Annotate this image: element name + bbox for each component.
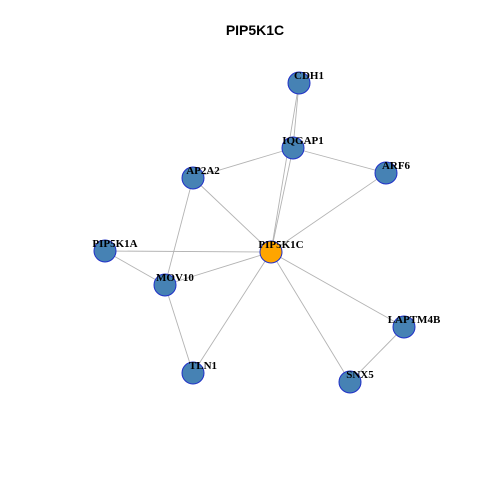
edge-pip5k1c-laptm4b	[270, 251, 405, 328]
edge-tln1-pip5k1c	[192, 251, 272, 374]
edge-iqgap1-arf6	[292, 147, 387, 174]
node-laptm4b	[392, 315, 416, 339]
node-label-tln1: TLN1	[189, 360, 217, 372]
node-cdh1	[287, 71, 311, 95]
edge-mov10-pip5k1c	[164, 251, 272, 286]
edge-iqgap1-pip5k1c	[270, 147, 294, 253]
edge-cdh1-pip5k1c	[270, 82, 300, 253]
node-arf6	[374, 161, 398, 185]
node-label-snx5: SNX5	[346, 369, 374, 381]
edge-ap2a2-mov10	[164, 177, 194, 286]
node-label-pip5k1a: PIP5K1A	[92, 238, 137, 250]
node-label-cdh1: CDH1	[294, 70, 324, 82]
edge-pip5k1a-pip5k1c	[104, 250, 272, 253]
edge-layer	[104, 82, 405, 383]
node-iqgap1	[281, 136, 305, 160]
edge-arf6-pip5k1c	[270, 172, 387, 253]
node-pip5k1c	[259, 240, 283, 264]
edge-laptm4b-snx5	[349, 326, 405, 383]
edge-mov10-tln1	[164, 284, 194, 374]
edge-pip5k1c-snx5	[270, 251, 351, 383]
node-label-mov10: MOV10	[156, 272, 194, 284]
node-label-laptm4b: LAPTM4B	[388, 314, 441, 326]
node-snx5	[338, 370, 362, 394]
edge-iqgap1-ap2a2	[192, 147, 294, 179]
node-mov10	[153, 273, 177, 297]
node-label-arf6: ARF6	[382, 160, 411, 172]
node-pip5k1a	[93, 239, 117, 263]
edge-ap2a2-pip5k1c	[192, 177, 272, 253]
diagram-title: PIP5K1C	[226, 22, 284, 38]
node-label-iqgap1: IQGAP1	[282, 135, 324, 147]
node-label-ap2a2: AP2A2	[186, 165, 220, 177]
node-ap2a2	[181, 166, 205, 190]
node-tln1	[181, 361, 205, 385]
node-label-pip5k1c: PIP5K1C	[258, 239, 303, 251]
node-layer	[93, 71, 416, 394]
